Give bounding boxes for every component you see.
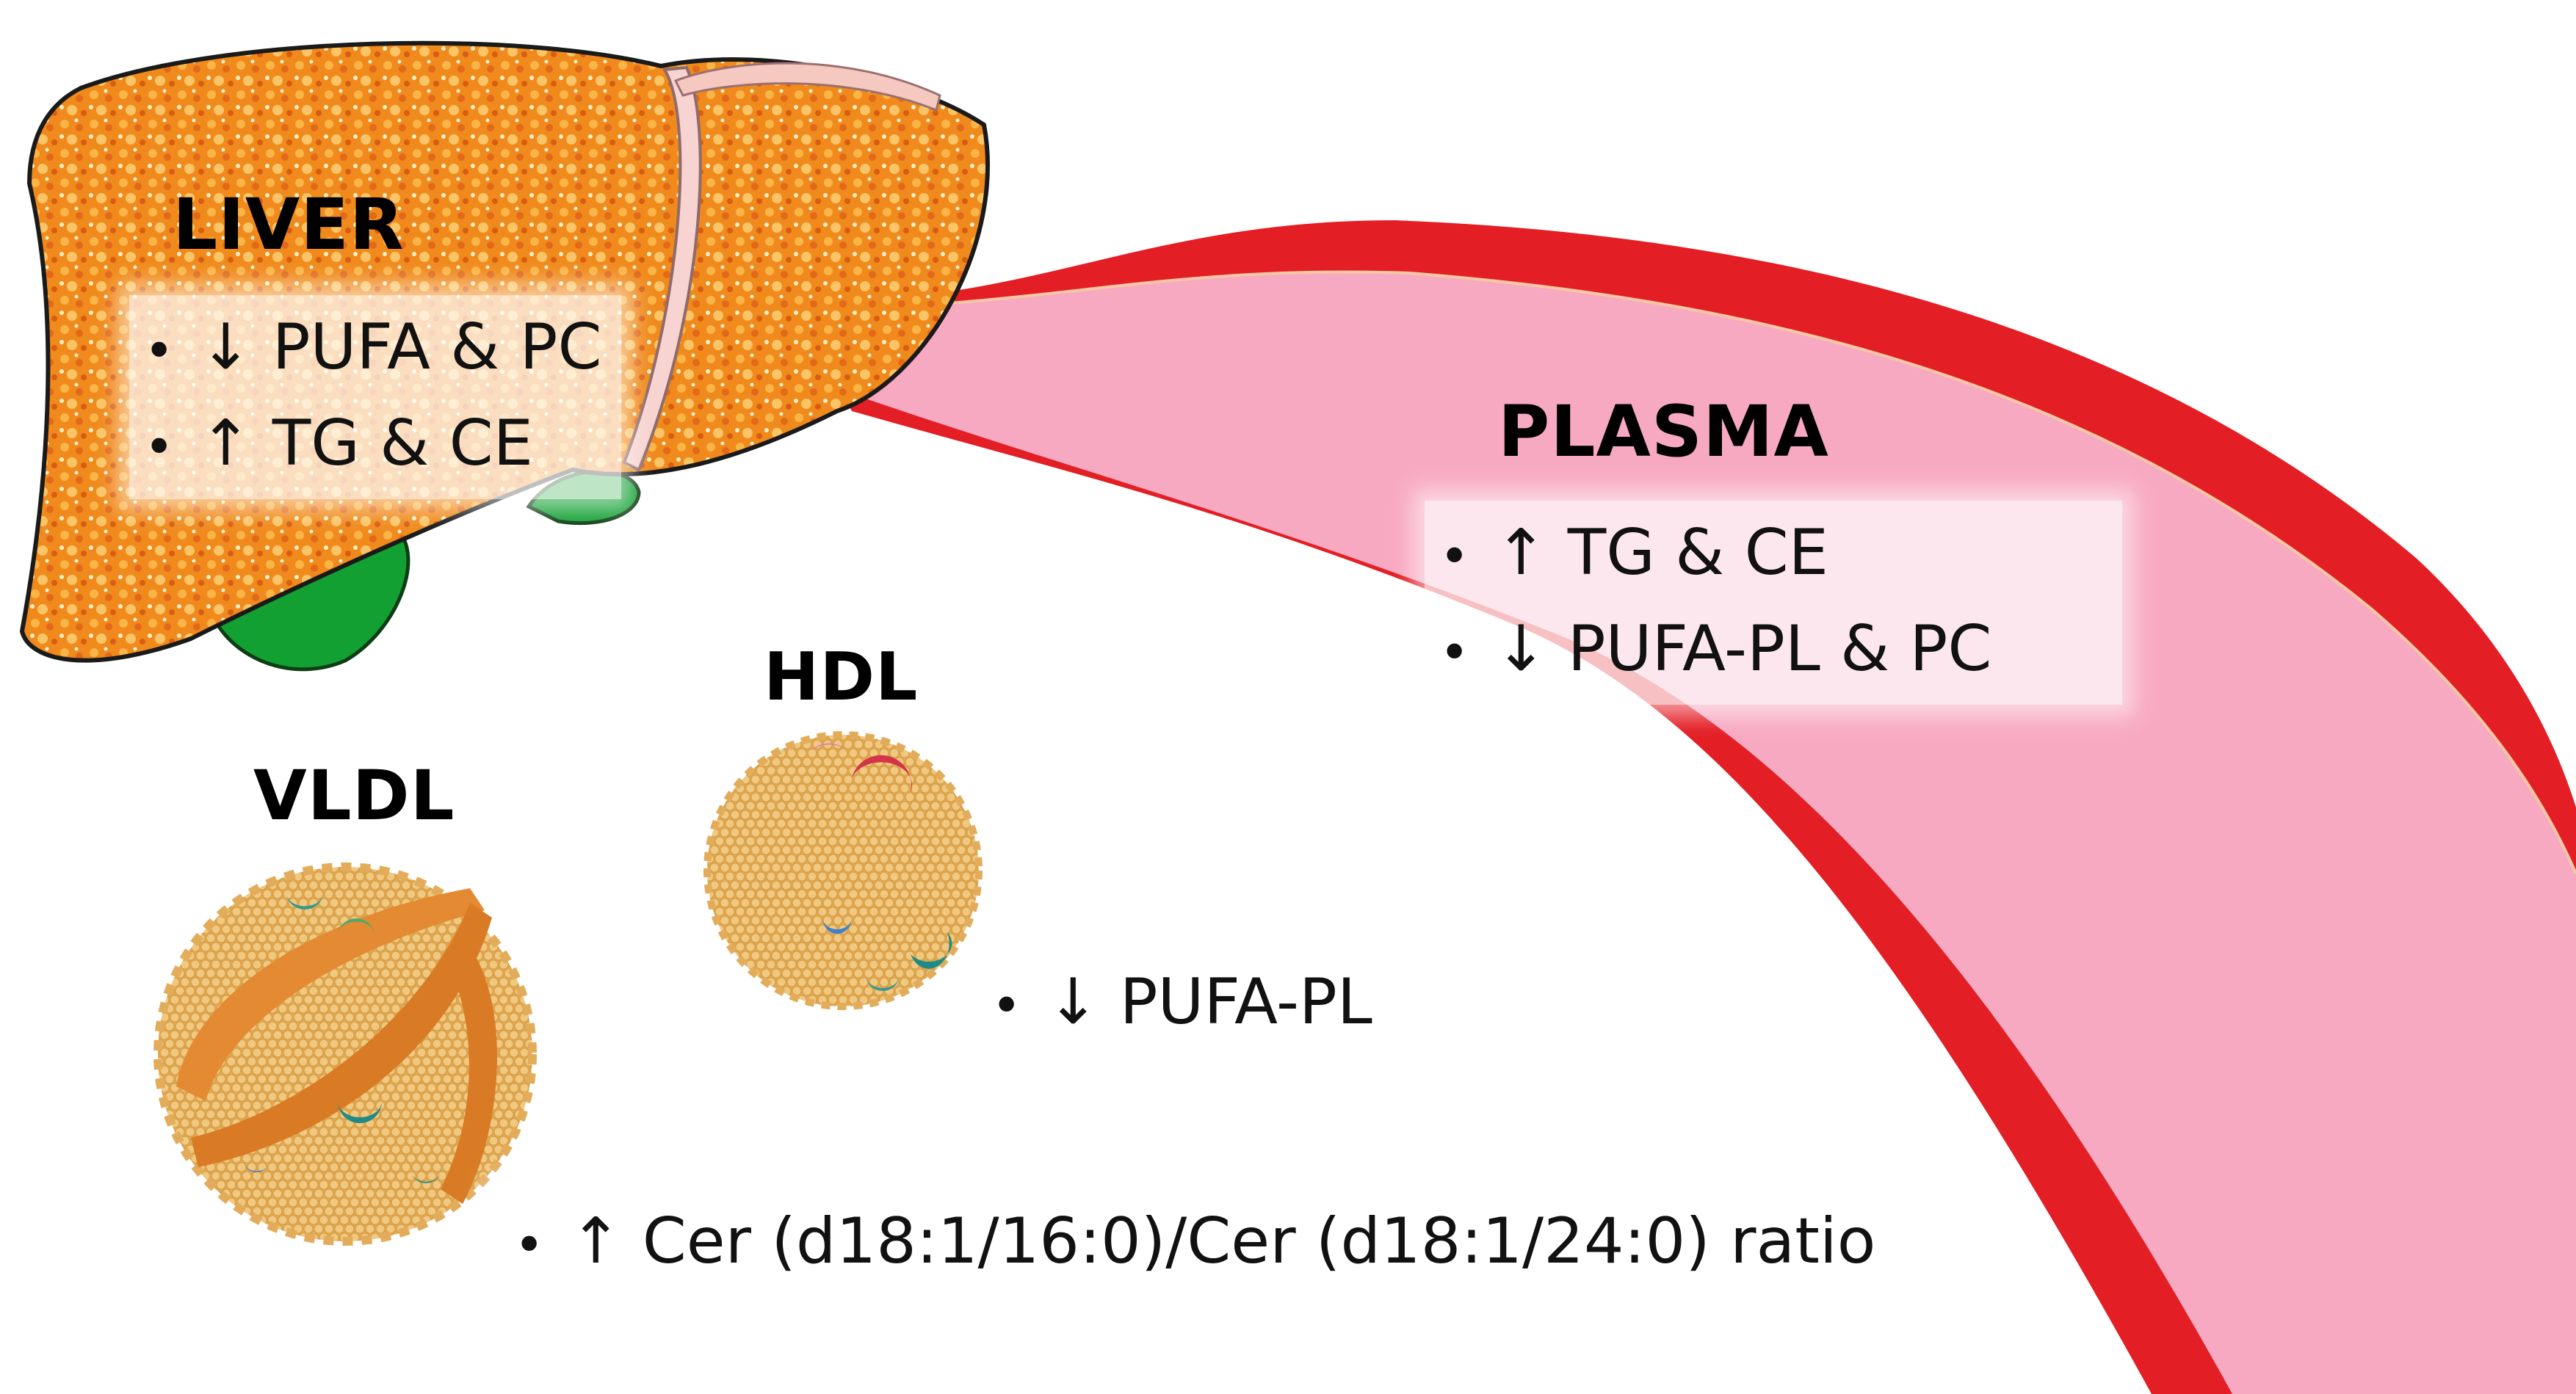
hdl-particle: [703, 731, 983, 1010]
vldl-title: VLDL: [253, 756, 455, 836]
hdl-annotation: ↓ PUFA-PL: [991, 962, 1372, 1046]
hdl-title: HDL: [764, 639, 919, 716]
liver-top-ligament: [673, 62, 941, 112]
plasma-title: PLASMA: [1498, 391, 1829, 473]
liver-title: LIVER: [173, 184, 405, 266]
vldl-annotation: ↑ Cer (d18:1/16:0)/Cer (d18:1/24:0) rati…: [499, 1189, 1968, 1297]
vldl-particle: [153, 863, 537, 1246]
plasma-item: ↓ PUFA-PL & PC: [1439, 603, 2100, 699]
plasma-panel: ↑ TG & CE ↓ PUFA-PL & PC: [1425, 501, 2122, 705]
vessel-inner-line: [814, 270, 2576, 874]
vldl-item: ↑ Cer (d18:1/16:0)/Cer (d18:1/24:0) rati…: [514, 1195, 1946, 1291]
vessel-lumen: [815, 272, 2576, 1394]
plasma-item: ↑ TG & CE: [1439, 507, 2100, 603]
falciform-ligament: [622, 65, 702, 472]
liver-item: ↓ PUFA & PC: [144, 301, 601, 397]
liver-panel: ↓ PUFA & PC ↑ TG & CE: [129, 295, 621, 499]
blood-vessel: [793, 220, 2576, 1394]
hdl-item: ↓ PUFA-PL: [991, 962, 1372, 1046]
liver-item: ↑ TG & CE: [144, 397, 599, 493]
